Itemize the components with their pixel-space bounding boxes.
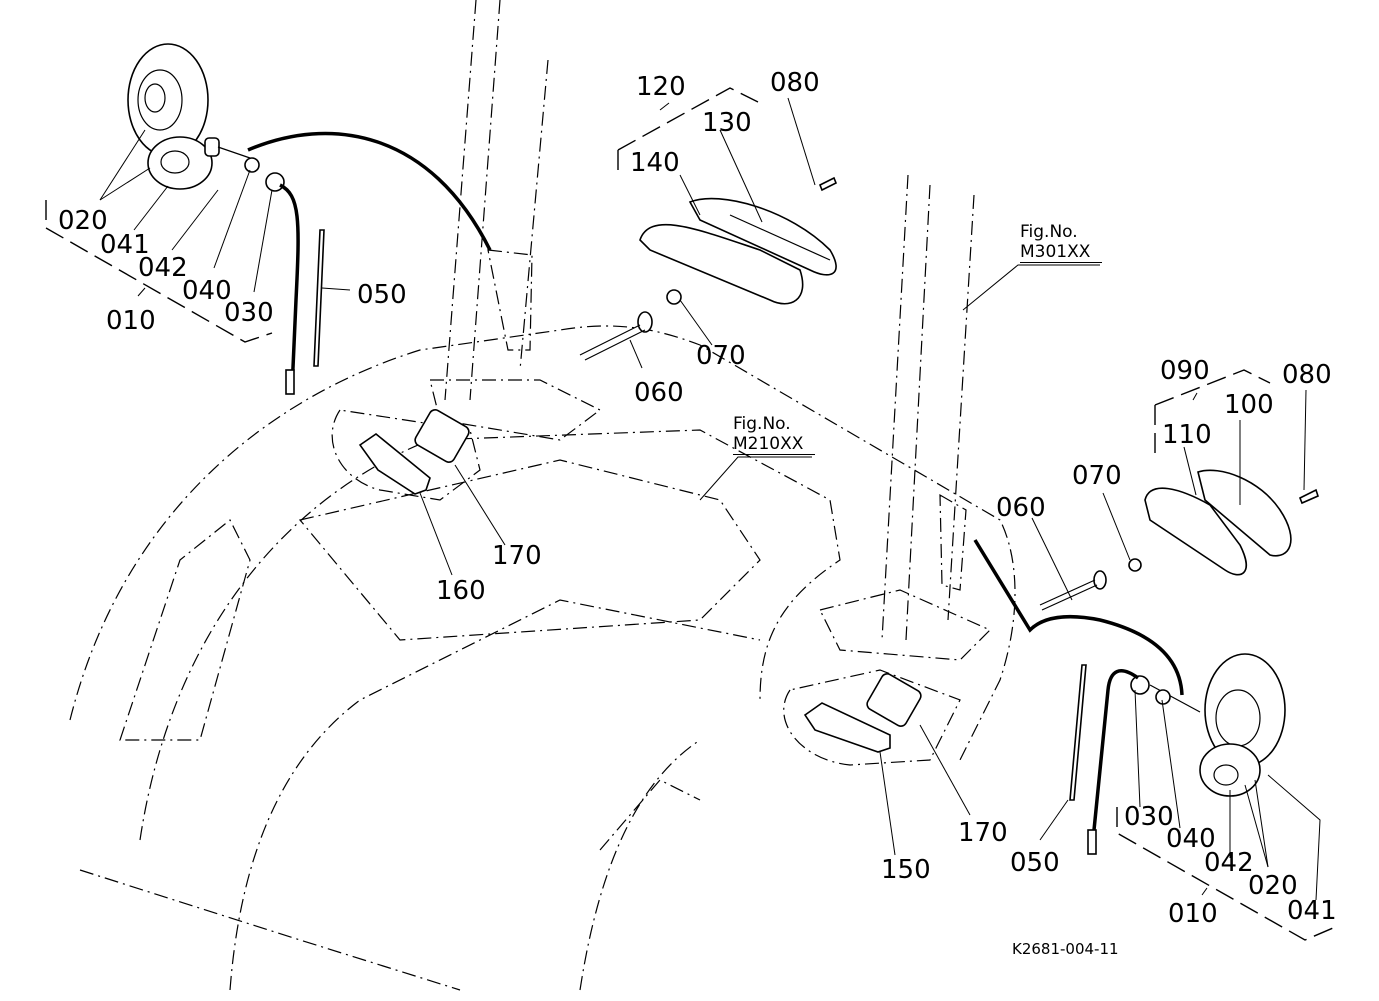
left-group-bracket xyxy=(45,129,351,343)
part-label-130: 130 xyxy=(702,108,752,138)
part-label-030-right: 030 xyxy=(1124,802,1174,832)
fig-m301xx-leader xyxy=(962,264,1100,311)
fig-ref-prefix: Fig.No. xyxy=(1020,222,1078,242)
part-label-030-left: 030 xyxy=(224,298,274,328)
part-label-170-left: 170 xyxy=(492,541,542,571)
mounting-stays xyxy=(487,249,967,591)
part-label-050-left: 050 xyxy=(357,280,407,310)
cab-pillars xyxy=(444,0,975,641)
part-label-060-right: 060 xyxy=(996,493,1046,523)
group-label-090: 090 xyxy=(1160,356,1210,386)
cab-frame-outline xyxy=(69,325,1016,991)
part-label-042-right: 042 xyxy=(1204,848,1254,878)
part-label-040-left: 040 xyxy=(182,276,232,306)
fig-ref-m210xx[interactable]: Fig.No. M210XX xyxy=(733,414,816,456)
part-label-041-left: 041 xyxy=(100,230,150,260)
fig-ref-m301xx[interactable]: Fig.No. M301XX xyxy=(1020,222,1103,264)
part-label-100: 100 xyxy=(1224,390,1274,420)
left-work-lamp xyxy=(127,43,492,395)
part-label-020-left: 020 xyxy=(58,206,108,236)
part-label-150: 150 xyxy=(881,855,931,885)
upper-turn-signal xyxy=(579,87,838,369)
part-label-080-upper: 080 xyxy=(770,68,820,98)
part-label-070-upper: 070 xyxy=(696,341,746,371)
fig-m210xx-leader xyxy=(699,456,812,501)
group-label-010-left: 010 xyxy=(106,306,156,336)
part-label-080-right: 080 xyxy=(1282,360,1332,390)
part-label-170-right: 170 xyxy=(958,818,1008,848)
part-label-160: 160 xyxy=(436,576,486,606)
part-label-110: 110 xyxy=(1162,420,1212,450)
part-label-060-upper: 060 xyxy=(634,378,684,408)
group-label-010-right: 010 xyxy=(1168,899,1218,929)
part-label-020-right: 020 xyxy=(1248,871,1298,901)
right-turn-signal xyxy=(1031,369,1319,611)
drawing-id: K2681-004-11 xyxy=(1012,940,1119,958)
part-label-070-right: 070 xyxy=(1072,461,1122,491)
fig-ref-prefix: Fig.No. xyxy=(733,414,791,434)
group-label-120: 120 xyxy=(636,72,686,102)
right-work-lamp xyxy=(973,539,1334,941)
lamp-brackets xyxy=(358,409,971,856)
part-label-041-right: 041 xyxy=(1287,896,1337,926)
part-label-040-right: 040 xyxy=(1166,824,1216,854)
part-label-042-left: 042 xyxy=(138,253,188,283)
fig-ref-code: M210XX xyxy=(733,434,816,456)
part-label-140: 140 xyxy=(630,148,680,178)
part-label-050-right: 050 xyxy=(1010,848,1060,878)
fig-ref-code: M301XX xyxy=(1020,242,1103,264)
